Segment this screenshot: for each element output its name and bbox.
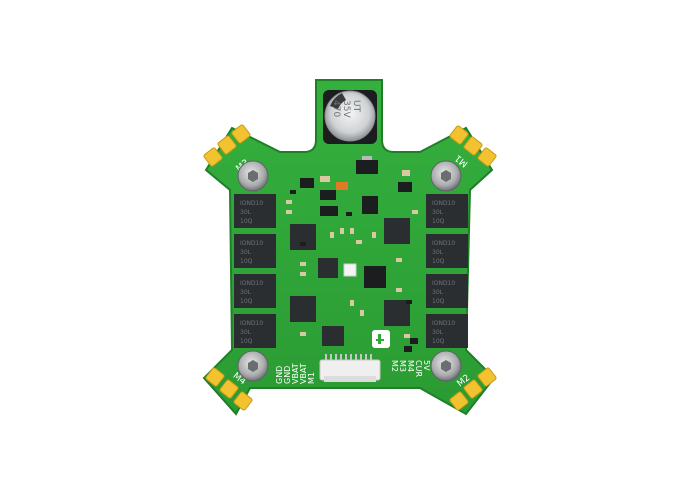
led xyxy=(343,263,357,277)
mosfet-column-right: IOND10 30L 10Q IOND10 30L 10Q IOND10 30L… xyxy=(426,194,468,348)
mosfet-text: 10Q xyxy=(432,298,445,305)
connector-label: M4 xyxy=(406,360,415,372)
electrolytic-capacitor: UT 35V 470 xyxy=(323,90,377,144)
motor-pads-bottom-left xyxy=(205,367,253,411)
current-sense-chip xyxy=(322,326,344,346)
mounting-screw-bottom-left xyxy=(237,350,269,382)
mosfet-column-left: IOND10 30L 10Q IOND10 30L 10Q IOND10 30L… xyxy=(234,194,276,348)
capacitor-label-1: UT xyxy=(351,100,361,113)
mosfet-text: 30L xyxy=(432,289,444,296)
voltage-regulator xyxy=(356,160,378,174)
connector-label: M3 xyxy=(398,360,407,372)
mounting-screw-top-left xyxy=(237,160,269,192)
connector-label: GND xyxy=(283,366,292,384)
mosfet-text: IOND10 xyxy=(432,320,455,327)
signal-connector xyxy=(319,354,381,382)
mosfet-text: IOND10 xyxy=(240,280,263,287)
mosfet-text: IOND10 xyxy=(432,280,455,287)
motor-pads-bottom-right xyxy=(449,367,497,411)
connector-label: M2 xyxy=(390,360,399,372)
connector-label: M1 xyxy=(307,372,316,384)
gate-driver-chip xyxy=(384,218,410,244)
mosfet-text: 30L xyxy=(240,249,252,256)
capacitor-label-3: 470 xyxy=(331,100,341,117)
gate-driver-chip xyxy=(290,296,316,322)
mosfet-text: 30L xyxy=(432,249,444,256)
connector-label: GND xyxy=(275,366,284,384)
connector-labels-right: M2 M3 M4 CUR 5V xyxy=(390,360,431,377)
connector-label: VBAT xyxy=(299,363,308,384)
mosfet-text: 30L xyxy=(432,209,444,216)
connector-label: 5V xyxy=(422,360,431,371)
motor-pads-top-right xyxy=(449,125,497,167)
mcu-chip xyxy=(364,266,386,288)
mosfet-text: 30L xyxy=(432,329,444,336)
connector-labels-left: GND GND VBAT VBAT M1 xyxy=(275,363,316,384)
mosfet-text: IOND10 xyxy=(240,320,263,327)
mounting-screw-top-right xyxy=(430,160,462,192)
sensor-chip xyxy=(318,258,338,278)
pcb-outline xyxy=(202,79,496,416)
mosfet-text: IOND10 xyxy=(432,200,455,207)
mosfet-text: IOND10 xyxy=(432,240,455,247)
mosfet-text: IOND10 xyxy=(240,200,263,207)
mosfet-text: 10Q xyxy=(240,218,253,225)
capacitor-label-2: 35V xyxy=(341,100,351,118)
mosfet-text: 10Q xyxy=(240,298,253,305)
mosfet-text: 10Q xyxy=(432,218,445,225)
mosfet-text: 10Q xyxy=(432,258,445,265)
passive-components xyxy=(286,200,418,338)
mosfet-text: 10Q xyxy=(432,338,445,345)
motor-pads-top-left xyxy=(203,124,251,167)
mounting-screw-bottom-right xyxy=(430,350,462,382)
brand-logo-icon xyxy=(372,330,390,348)
gate-driver-chip xyxy=(290,224,316,250)
mosfet-text: 30L xyxy=(240,209,252,216)
mosfet-text: IOND10 xyxy=(240,240,263,247)
mosfet-text: 10Q xyxy=(240,258,253,265)
mosfet-text: 30L xyxy=(240,329,252,336)
connector-label: VBAT xyxy=(291,363,300,384)
connector-label: CUR xyxy=(414,360,423,377)
mosfet-text: 10Q xyxy=(240,338,253,345)
mosfet-text: 30L xyxy=(240,289,252,296)
gate-driver-chip xyxy=(384,300,410,326)
